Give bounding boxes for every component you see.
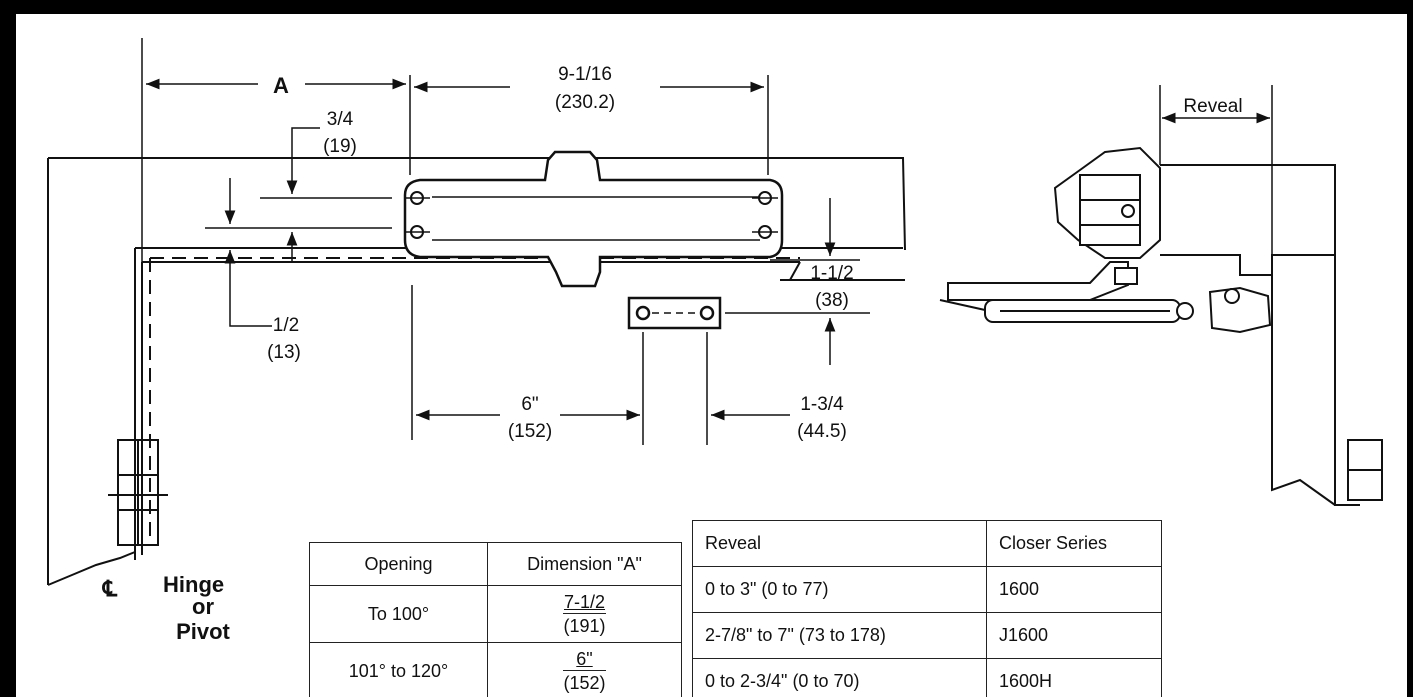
hinge-graphic — [108, 439, 168, 546]
table-row: To 100° 7-1/2 (191) — [309, 585, 682, 643]
opening-dimension-table: Opening Dimension "A" To 100° 7-1/2 (191… — [309, 542, 682, 697]
reveal-label: Reveal — [1183, 96, 1242, 117]
series-cell: J1600 — [986, 612, 1162, 659]
dim-length-metric-label: (230.2) — [555, 92, 615, 113]
opening-cell: 101° to 120° — [309, 642, 488, 697]
hinge-label: Hinge — [163, 572, 224, 597]
dim-38-label: (38) — [815, 290, 849, 311]
dimension-metric: (191) — [563, 613, 606, 637]
dim-length-label: 9-1/16 — [558, 64, 612, 85]
dimension-lines — [146, 78, 836, 421]
or-label: or — [192, 594, 214, 619]
reveal-cell: 0 to 2-3/4" (0 to 70) — [692, 658, 987, 697]
opening-cell: To 100° — [309, 585, 488, 643]
closer-mount-holes — [405, 191, 778, 239]
table-row: 2-7/8" to 7" (73 to 178) J1600 — [692, 612, 1162, 659]
table-row: 101° to 120° 6" (152) — [309, 642, 682, 697]
dimension-cell: 6" (152) — [487, 642, 682, 697]
dimension-imperial: 6" — [576, 649, 593, 669]
frame-border-top — [0, 0, 1413, 14]
centerline-symbol: ℄ — [102, 576, 118, 601]
dim-1-2-label: 1/2 — [273, 315, 299, 336]
dim-3-4-label: 3/4 — [327, 109, 354, 130]
header-reveal: Reveal — [692, 520, 987, 567]
dim-6-label: 6" — [521, 394, 538, 415]
dim-19-label: (19) — [323, 136, 357, 157]
dim-152-label: (152) — [508, 421, 552, 442]
series-cell: 1600H — [986, 658, 1162, 697]
pivot-label: Pivot — [176, 619, 230, 644]
dim-a-label: A — [273, 73, 289, 98]
header-closer-series: Closer Series — [986, 520, 1162, 567]
dimension-cell: 7-1/2 (191) — [487, 585, 682, 643]
header-dimension-a: Dimension "A" — [487, 542, 682, 586]
dim-1-1-2-label: 1-1/2 — [810, 263, 853, 284]
table-row: 0 to 2-3/4" (0 to 70) 1600H — [692, 658, 1162, 697]
dimension-imperial: 7-1/2 — [563, 592, 606, 612]
dimension-fraction: 7-1/2 (191) — [563, 591, 606, 637]
table-row: 0 to 3" (0 to 77) 1600 — [692, 566, 1162, 613]
dimension-fraction: 6" (152) — [563, 648, 606, 694]
dimension-metric: (152) — [563, 670, 606, 694]
dim-13-label: (13) — [267, 342, 301, 363]
reveal-cell: 0 to 3" (0 to 77) — [692, 566, 987, 613]
frame-border-right — [1407, 0, 1413, 697]
closer-body — [403, 150, 784, 288]
dim-1-3-4-label: 1-3/4 — [800, 394, 844, 415]
side-view-drawing — [939, 85, 1383, 506]
series-cell: 1600 — [986, 566, 1162, 613]
extension-lines — [205, 75, 870, 445]
reveal-series-table: Reveal Closer Series 0 to 3" (0 to 77) 1… — [692, 520, 1162, 697]
table-header-row: Reveal Closer Series — [692, 520, 1162, 567]
header-opening: Opening — [309, 542, 488, 586]
arm-shoe-bracket — [627, 296, 722, 330]
reveal-cell: 2-7/8" to 7" (73 to 178) — [692, 612, 987, 659]
dim-44-5-label: (44.5) — [797, 421, 847, 442]
frame-border-left — [0, 0, 16, 697]
table-header-row: Opening Dimension "A" — [309, 542, 682, 586]
